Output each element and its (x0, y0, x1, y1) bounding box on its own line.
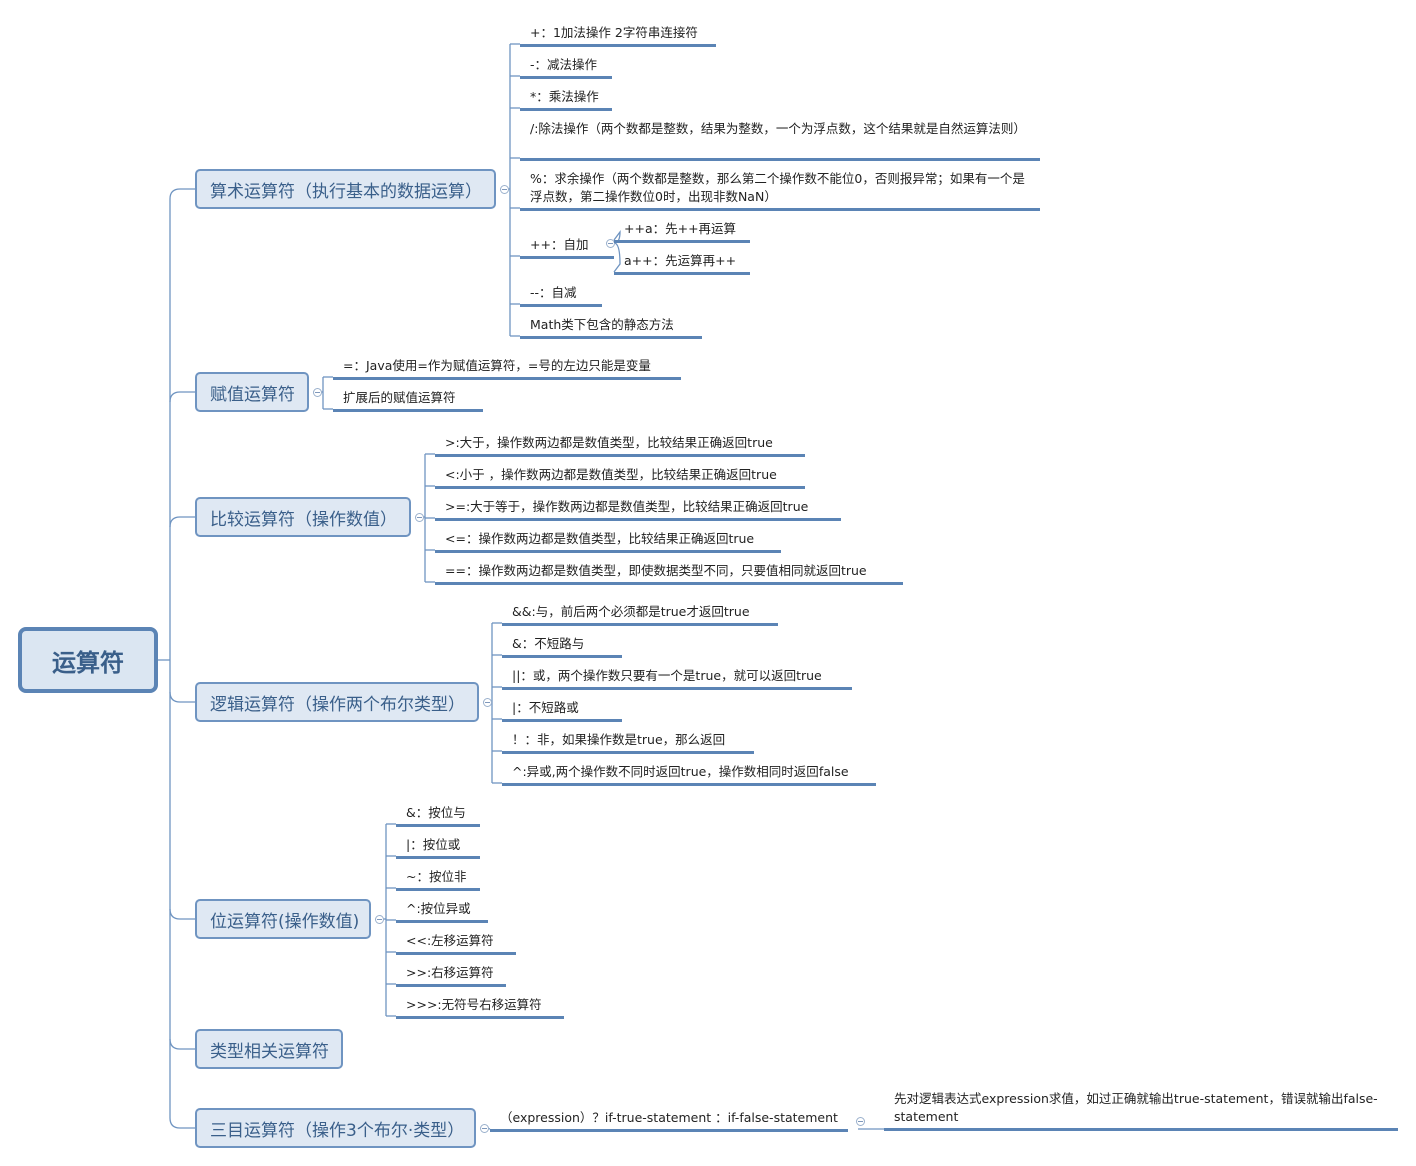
leaf-node[interactable]: +：1加法操作 2字符串连接符 (530, 25, 698, 40)
leaf-node[interactable]: --：自减 (530, 285, 577, 300)
leaf-underline (333, 377, 681, 380)
leaf-underline (502, 783, 876, 786)
connector-line (169, 516, 195, 528)
leaf-underline (520, 256, 614, 259)
collapse-toggle-icon[interactable] (313, 388, 322, 397)
sub-leaf-node[interactable]: a++：先运算再++ (624, 253, 737, 268)
leaf-node[interactable]: Math类下包含的静态方法 (530, 317, 674, 332)
leaf-node[interactable]: *：乘法操作 (530, 89, 599, 104)
leaf-node[interactable]: =：Java使用=作为赋值运算符，=号的左边只能是变量 (343, 358, 651, 373)
leaf-underline (396, 856, 480, 859)
leaf-underline (396, 952, 516, 955)
leaf-underline (614, 240, 750, 243)
leaf-underline (396, 920, 488, 923)
leaf-node[interactable]: <<:左移运算符 (406, 933, 494, 948)
leaf-underline (502, 751, 754, 754)
collapse-toggle-icon[interactable] (483, 698, 492, 707)
leaf-node[interactable]: ^:异或,两个操作数不同时返回true，操作数相同时返回false (512, 764, 849, 779)
branch-compare[interactable]: 比较运算符（操作数值） (195, 497, 411, 537)
leaf-underline (502, 687, 852, 690)
branch-type[interactable]: 类型相关运算符 (195, 1029, 343, 1069)
leaf-node[interactable]: >=:大于等于，操作数两边都是数值类型，比较结果正确返回true (445, 499, 809, 514)
leaf-node[interactable]: ++：自加 (530, 237, 589, 252)
leaf-node[interactable]: >:大于，操作数两边都是数值类型，比较结果正确返回true (445, 435, 773, 450)
leaf-underline (396, 984, 506, 987)
collapse-toggle-icon[interactable] (856, 1117, 865, 1126)
leaf-node[interactable]: >>>:无符号右移运算符 (406, 997, 542, 1012)
leaf-underline (435, 486, 805, 489)
leaf-node[interactable]: ||：或，两个操作数只要有一个是true，就可以返回true (512, 668, 822, 683)
leaf-node[interactable]: -：减法操作 (530, 57, 598, 72)
leaf-node[interactable]: ^:按位异或 (406, 901, 471, 916)
branch-ternary[interactable]: 三目运算符（操作3个布尔·类型） (195, 1108, 476, 1148)
collapse-toggle-icon[interactable] (375, 915, 384, 924)
sub-leaf-node[interactable]: 先对逻辑表达式expression求值，如过正确就输出true-statemen… (894, 1091, 1378, 1124)
leaf-node[interactable]: /:除法操作（两个数都是整数，结果为整数，一个为浮点数，这个结果就是自然运算法则… (530, 121, 1026, 136)
leaf-node[interactable]: >>:右移运算符 (406, 965, 494, 980)
leaf-underline (435, 518, 841, 521)
leaf-underline (520, 76, 612, 79)
leaf-node[interactable]: &&:与，前后两个必须都是true才返回true (512, 604, 750, 619)
connector-line (169, 1117, 195, 1129)
leaf-underline (520, 304, 602, 307)
sub-leaf-node[interactable]: ++a：先++再运算 (624, 221, 737, 236)
leaf-node[interactable]: <=：操作数两边都是数值类型，比较结果正确返回true (445, 531, 755, 546)
collapse-toggle-icon[interactable] (415, 513, 424, 522)
collapse-toggle-icon[interactable] (480, 1124, 489, 1133)
leaf-node[interactable]: |：不短路或 (512, 700, 579, 715)
leaf-underline (520, 208, 1040, 211)
branch-logic[interactable]: 逻辑运算符（操作两个布尔类型） (195, 682, 479, 722)
leaf-underline (520, 336, 702, 339)
leaf-node[interactable]: |：按位或 (406, 837, 461, 852)
connector-line (613, 242, 621, 273)
connector-line (169, 188, 195, 200)
leaf-underline (520, 44, 716, 47)
leaf-underline (396, 824, 480, 827)
leaf-underline (435, 454, 805, 457)
collapse-toggle-icon[interactable] (606, 239, 615, 248)
leaf-underline (884, 1128, 1398, 1131)
leaf-underline (502, 623, 778, 626)
connector-line (169, 391, 195, 403)
connector-line (169, 1038, 195, 1050)
leaf-underline (435, 550, 781, 553)
collapse-toggle-icon[interactable] (500, 185, 509, 194)
leaf-underline (614, 272, 750, 275)
leaf-node[interactable]: %：求余操作（两个数都是整数，那么第二个操作数不能位0，否则报异常；如果有一个是… (530, 171, 1025, 204)
leaf-node[interactable]: （expression）？if-true-statement ：if-false… (500, 1110, 838, 1125)
leaf-underline (520, 108, 612, 111)
leaf-node[interactable]: &：按位与 (406, 805, 466, 820)
connector-line (169, 908, 195, 920)
root-node[interactable]: 运算符 (18, 627, 158, 693)
leaf-node[interactable]: ！：非，如果操作数是true，那么返回 (512, 732, 726, 747)
branch-arith[interactable]: 算术运算符（执行基本的数据运算） (195, 169, 496, 209)
leaf-underline (396, 1016, 564, 1019)
leaf-underline (435, 582, 903, 585)
branch-assign[interactable]: 赋值运算符 (195, 372, 309, 412)
leaf-node[interactable]: &：不短路与 (512, 636, 585, 651)
leaf-underline (490, 1129, 848, 1132)
leaf-underline (333, 409, 483, 412)
leaf-underline (502, 719, 622, 722)
leaf-underline (396, 888, 480, 891)
leaf-underline (520, 158, 1040, 161)
leaf-node[interactable]: <:小于 ，操作数两边都是数值类型，比较结果正确返回true (445, 467, 777, 482)
connector-line (169, 691, 195, 703)
leaf-node[interactable]: ~：按位非 (406, 869, 467, 884)
leaf-node[interactable]: ==：操作数两边都是数值类型，即使数据类型不同，只要值相同就返回true (445, 563, 867, 578)
leaf-underline (502, 655, 622, 658)
leaf-node[interactable]: 扩展后的赋值运算符 (343, 390, 456, 405)
branch-bit[interactable]: 位运算符(操作数值) (195, 899, 371, 939)
